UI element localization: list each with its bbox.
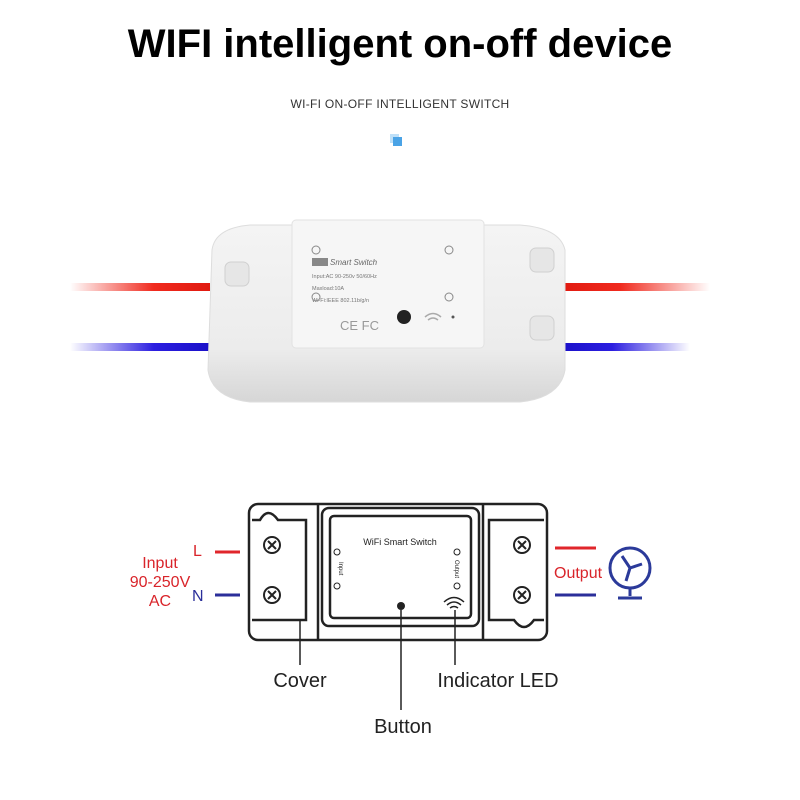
output-label: Output	[554, 565, 603, 582]
module-input-label: Input	[337, 562, 343, 576]
live-label: L	[193, 543, 202, 560]
device-photo: Smart Switch Input:AC 90-250v 50/60Hz Ma…	[70, 219, 710, 403]
accent-square	[393, 137, 402, 146]
certification-marks: CE FC	[340, 318, 379, 333]
wifi-icon	[424, 312, 442, 321]
button-dot	[397, 602, 405, 610]
neutral-wire-right	[560, 343, 690, 351]
neutral-wire-left	[70, 343, 210, 351]
callout-button: Button	[374, 716, 432, 738]
device-spec-wifi: Wi-Fi:IEEE 802.11b/g/n	[312, 298, 369, 304]
input-label: Input	[142, 555, 178, 572]
callout-cover: Cover	[273, 670, 327, 692]
neutral-label: N	[192, 588, 204, 605]
input-ac-label: AC	[149, 593, 171, 610]
device-spec-maxload: Maxload:10A	[312, 286, 344, 292]
device-button	[397, 310, 411, 324]
live-wire-left	[70, 283, 210, 291]
device-spec-input: Input:AC 90-250v 50/60Hz	[312, 274, 377, 280]
live-wire-right	[560, 283, 710, 291]
device-brand-label: Smart Switch	[330, 258, 378, 267]
page-title: WIFI intelligent on-off device	[127, 22, 673, 66]
wiring-diagram: WiFi Smart Switch Input Output Input 90-…	[130, 502, 652, 738]
input-voltage-label: 90-250V	[130, 574, 191, 591]
module-title: WiFi Smart Switch	[363, 537, 437, 547]
subtitle: WI-FI ON-OFF INTELLIGENT SWITCH	[290, 97, 510, 111]
fan-icon	[608, 546, 652, 600]
module-output-label: Output	[453, 560, 459, 578]
wifi-icon	[443, 596, 465, 609]
callout-indicator-led: Indicator LED	[437, 670, 558, 692]
